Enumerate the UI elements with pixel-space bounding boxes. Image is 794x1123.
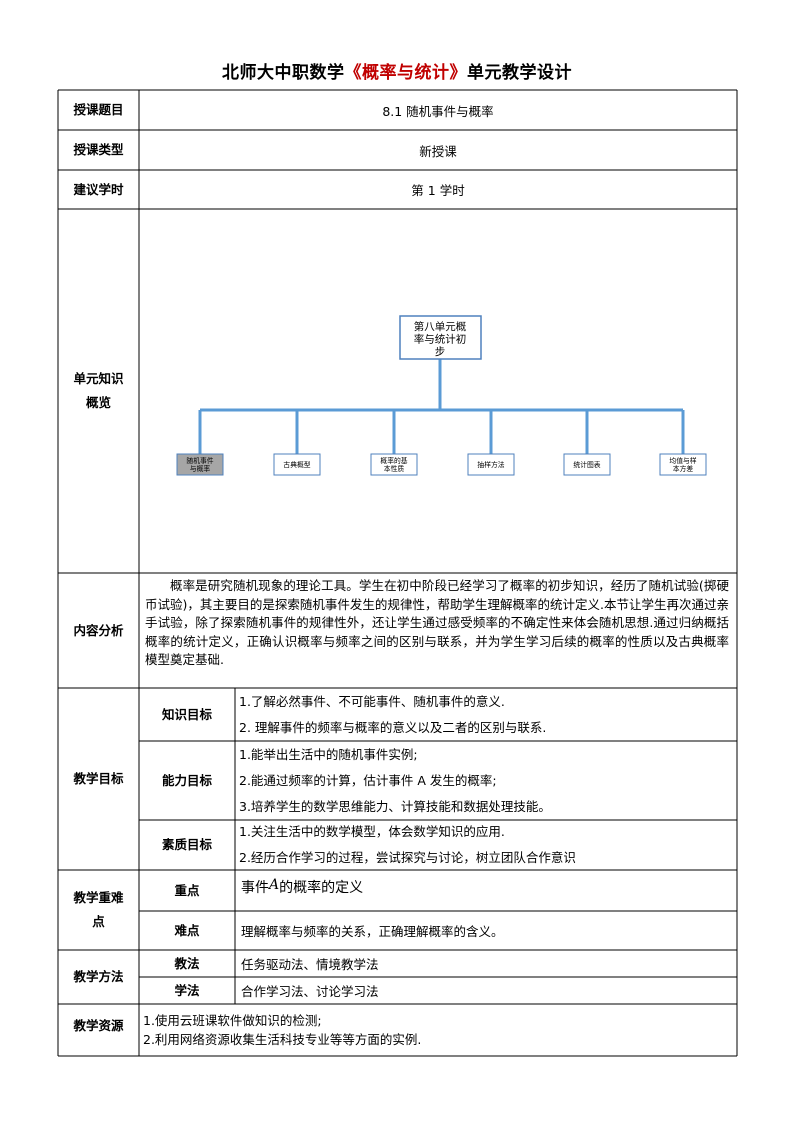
diagram-child-node: 古典概型 (273, 453, 321, 476)
diagram-child-box (563, 453, 611, 476)
ability-goal-list: 1.能举出生活中的随机事件实例; 2.能通过频率的计算，估计事件 A 发生的概率… (235, 741, 737, 820)
diagram-child-text: 与概率 (190, 464, 211, 473)
knowledge-goal-item: 2. 理解事件的频率与概率的意义以及二者的区别与联系. (239, 719, 547, 735)
page-title: 北师大中职数学《概率与统计》单元教学设计 (0, 58, 794, 83)
diagram-child-box (273, 453, 321, 476)
teaching-method-label: 教法 (174, 955, 200, 971)
knowledge-goal-label: 知识目标 (161, 706, 212, 722)
overview-label-line2: 概览 (85, 395, 111, 410)
knowledge-goal-list: 1.了解必然事件、不可能事件、随机事件的意义. 2. 理解事件的频率与概率的意义… (235, 688, 737, 741)
resource-item: 1.使用云班课软件做知识的检测; (143, 1013, 322, 1028)
diagram-child-text: 本性质 (384, 464, 405, 473)
knowledge-goal-item: 1.了解必然事件、不可能事件、随机事件的意义. (239, 693, 505, 709)
title-suffix: 单元教学设计 (467, 63, 572, 83)
diagram-child-text: 统计图表 (573, 460, 600, 469)
diagram-root-text: 步 (435, 346, 446, 358)
hours-value: 第 1 学时 (411, 183, 465, 198)
quality-goal-list: 1.关注生活中的数学模型，体会数学知识的应用. 2.经历合作学习的过程，尝试探究… (235, 820, 737, 870)
diagram-root-text: 第八单元概 (414, 320, 467, 333)
resources-label: 教学资源 (73, 1018, 124, 1033)
key-point-label: 重点 (174, 882, 200, 898)
resource-item: 2.利用网络资源收集生活科技专业等等方面的实例. (143, 1032, 422, 1047)
analysis-text: 概率是研究随机现象的理论工具。学生在初中阶段已经学习了概率的初步知识，经历了随机… (145, 578, 729, 668)
key-point-prefix: 事件 (241, 880, 269, 896)
ability-goal-item: 3.培养学生的数学思维能力、计算技能和数据处理技能。 (239, 798, 551, 814)
diagram-child-text: 本方差 (673, 464, 694, 473)
keypoints-label-line2: 点 (92, 914, 105, 929)
diagram-child-text: 抽样方法 (477, 460, 504, 469)
title-prefix: 北师大中职数学 (222, 63, 345, 83)
diagram-root-box (399, 315, 482, 360)
quality-goal-item: 1.关注生活中的数学模型，体会数学知识的应用. (239, 824, 505, 839)
learning-method-label: 学法 (174, 982, 200, 998)
diagram-child-box (467, 453, 515, 476)
keypoints-label: 教学重难 点 (58, 870, 139, 950)
diagram-child-text: 概率的基 (380, 456, 407, 465)
diagram-root-text: 率与统计初 (414, 333, 467, 346)
keypoints-label-line1: 教学重难 (73, 890, 124, 906)
diagram-connectors (198, 359, 685, 454)
hours-label: 建议学时 (73, 181, 124, 197)
topic-value: 8.1 随机事件与概率 (382, 103, 494, 119)
resources-list: 1.使用云班课软件做知识的检测; 2.利用网络资源收集生活科技专业等等方面的实例… (139, 1004, 737, 1056)
overview-label-line1: 单元知识 (73, 371, 124, 387)
quality-goal-label: 素质目标 (161, 837, 212, 853)
topic-label: 授课题目 (73, 102, 124, 118)
analysis-label: 内容分析 (73, 622, 124, 638)
diagram-child-text: 均值与样 (669, 456, 696, 465)
key-point-value: 事件 A 的概率的定义 (235, 870, 737, 911)
diagram-child-box (370, 453, 418, 476)
quality-goal-item: 2.经历合作学习的过程，尝试探究与讨论，树立团队合作意识 (239, 850, 576, 865)
diagram-child-box (659, 453, 707, 476)
goals-label: 教学目标 (73, 771, 124, 787)
type-value: 新授课 (419, 143, 457, 159)
type-label: 授课类型 (73, 142, 124, 158)
diagram-child-node: 统计图表 (563, 453, 611, 476)
ability-goal-item: 1.能举出生活中的随机事件实例; (239, 746, 418, 762)
title-highlight: 《概率与统计》 (344, 63, 467, 83)
diagram-child-node: 随机事件与概率 (176, 453, 224, 476)
key-point-suffix: 的概率的定义 (279, 880, 364, 896)
diagram-child-box (176, 453, 224, 476)
diagram-child-text: 随机事件 (186, 456, 213, 465)
difficult-point-label: 难点 (174, 922, 200, 938)
learning-method-value: 合作学习法、讨论学习法 (241, 984, 379, 999)
diagram-child-text: 古典概型 (283, 460, 310, 469)
teaching-method-value: 任务驱动法、情境教学法 (241, 957, 379, 972)
diagram-child-node: 抽样方法 (467, 453, 515, 476)
ability-goal-label: 能力目标 (161, 772, 212, 788)
methods-label: 教学方法 (73, 969, 124, 985)
key-point-variable: A (269, 877, 280, 893)
difficult-point-value: 理解概率与频率的关系，正确理解概率的含义。 (241, 924, 504, 939)
overview-label: 单元知识 概览 (58, 209, 139, 573)
ability-goal-item: 2.能通过频率的计算，估计事件 A 发生的概率; (239, 772, 497, 788)
